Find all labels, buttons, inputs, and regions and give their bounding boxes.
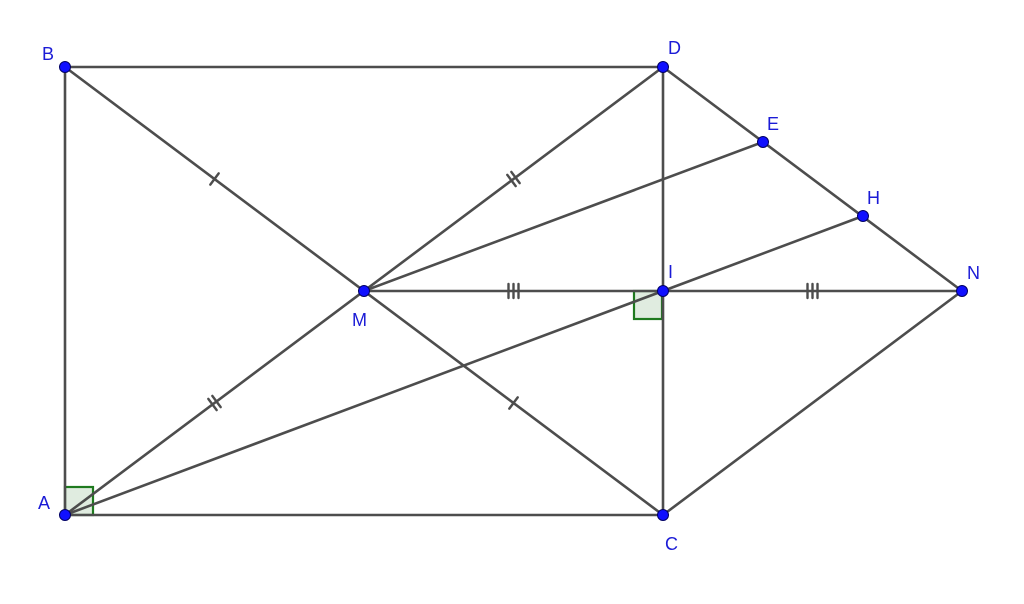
label-A: A	[38, 493, 50, 513]
label-I: I	[668, 262, 673, 282]
point-D	[657, 61, 669, 73]
points	[59, 61, 968, 521]
point-B	[59, 61, 71, 73]
label-C: C	[665, 534, 678, 554]
tick-MD-1	[506, 173, 517, 188]
tick-BM-1	[209, 172, 220, 186]
tick-AM-2	[211, 394, 222, 409]
segment-DN	[661, 65, 964, 293]
tick-MD-2	[510, 170, 521, 185]
label-D: D	[668, 38, 681, 58]
label-N: N	[967, 263, 980, 283]
point-A	[59, 509, 71, 521]
equal-length-ticks	[207, 170, 819, 412]
point-labels: A B C D E H I M N	[38, 38, 980, 554]
point-I	[657, 285, 669, 297]
label-M: M	[352, 310, 367, 330]
label-B: B	[42, 44, 54, 64]
point-H	[857, 210, 869, 222]
segment-ME	[362, 140, 765, 293]
label-H: H	[867, 188, 880, 208]
point-M	[358, 285, 370, 297]
point-E	[757, 136, 769, 148]
segment-AH	[63, 214, 865, 517]
label-E: E	[767, 114, 779, 134]
tick-AM-1	[207, 397, 218, 412]
point-C	[657, 509, 669, 521]
point-N	[956, 285, 968, 297]
tick-MC-1	[508, 396, 519, 410]
segment-CN	[661, 289, 964, 517]
